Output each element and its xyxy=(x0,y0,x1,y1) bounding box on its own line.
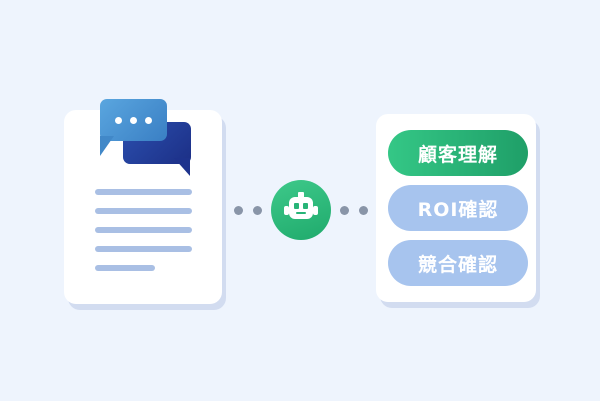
connector-dot xyxy=(340,206,349,215)
robot-node xyxy=(271,180,331,240)
chat-bubble-front-tail xyxy=(100,136,114,156)
document-text-line xyxy=(95,246,192,252)
pill-label: 顧客理解 xyxy=(417,143,498,166)
connector-dot xyxy=(253,206,262,215)
typing-dot xyxy=(130,117,137,124)
robot-eye-right xyxy=(303,203,308,209)
typing-dot xyxy=(145,117,152,124)
pill-roi-confirmation: ROI確認 xyxy=(388,185,528,231)
document-text-line xyxy=(95,189,192,195)
connector-dot xyxy=(359,206,368,215)
pill-customer-understanding: 顧客理解 xyxy=(388,130,528,176)
connector-dot xyxy=(234,206,243,215)
pill-competitor-check: 競合確認 xyxy=(388,240,528,286)
pill-label: 競合確認 xyxy=(417,253,498,276)
pill-label: ROI確認 xyxy=(417,198,499,221)
chat-bubble-back-tail xyxy=(174,158,190,176)
robot-ear-right xyxy=(313,206,318,215)
document-text-line xyxy=(95,227,192,233)
robot-ear-left xyxy=(284,206,289,215)
typing-dot xyxy=(115,117,122,124)
robot-antenna xyxy=(298,192,304,198)
document-text-line xyxy=(95,265,155,271)
robot-eye-left xyxy=(294,203,299,209)
document-text-line xyxy=(95,208,192,214)
robot-mouth xyxy=(296,212,306,214)
robot-head xyxy=(289,197,313,219)
